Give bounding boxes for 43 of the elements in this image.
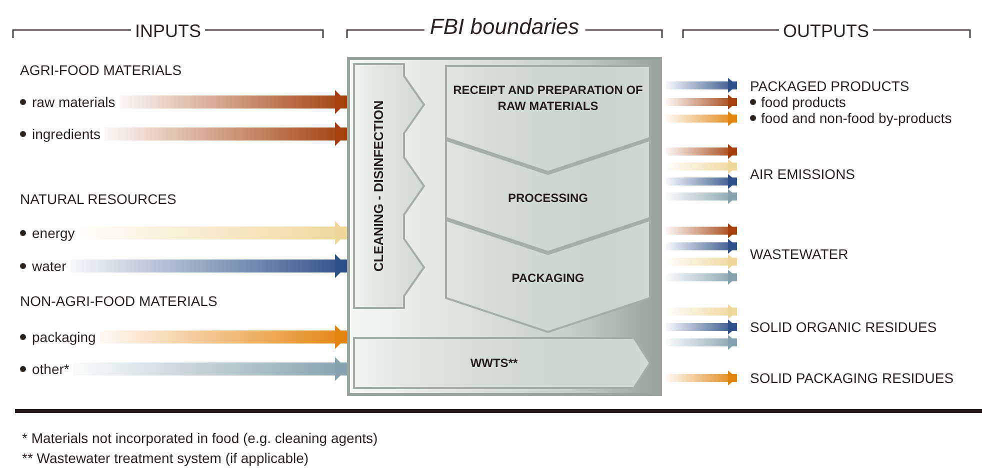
flow-arrow	[666, 174, 737, 189]
flow-arrow	[666, 334, 737, 350]
flow-arrow	[100, 325, 347, 349]
flow-arrow	[666, 94, 737, 110]
stage-label: PACKAGING	[510, 270, 586, 286]
input-item: packaging	[32, 329, 96, 345]
flow-arrow	[666, 223, 737, 238]
flow-arrow	[70, 254, 347, 278]
flow-arrow	[666, 189, 737, 204]
output-heading: SOLID ORGANIC RESIDUES	[750, 319, 937, 335]
output-item: food and non-food by-products	[761, 110, 952, 126]
flow-arrow	[666, 159, 737, 174]
input-item: raw materials	[32, 94, 116, 110]
footnote: * Materials not incorporated in food (e.g. cleaning agents)	[22, 430, 378, 446]
stage-label: CLEANING - DISINFECTION	[370, 100, 387, 272]
flow-arrow	[666, 254, 737, 270]
group-heading: NON-AGRI-FOOD MATERIALS	[20, 293, 218, 309]
output-heading: PACKAGED PRODUCTS	[750, 78, 910, 94]
stage-label: RECEIPT AND PREPARATION OF RAW MATERIALS	[452, 82, 644, 114]
output-heading: WASTEWATER	[750, 246, 848, 262]
input-item: other*	[32, 361, 70, 377]
flow-arrow	[73, 357, 347, 381]
output-item: food products	[761, 94, 846, 110]
group-heading: AGRI-FOOD MATERIALS	[20, 62, 182, 78]
output-heading: SOLID PACKAGING RESIDUES	[750, 370, 954, 386]
output-heading: AIR EMISSIONS	[750, 166, 856, 182]
group-heading: NATURAL RESOURCES	[20, 191, 176, 207]
flow-arrow	[666, 238, 737, 254]
flow-arrow	[104, 122, 347, 146]
flow-arrow	[666, 144, 737, 159]
flow-arrow	[119, 90, 347, 114]
stage-label: WWTS**	[469, 355, 519, 371]
input-item: energy	[32, 225, 75, 241]
input-item: water	[32, 258, 66, 274]
flow-arrow	[666, 304, 737, 320]
flow-arrow	[666, 370, 737, 386]
footnote: ** Wastewater treatment system (if applicable)	[22, 450, 309, 466]
flow-arrow	[666, 78, 737, 93]
stage-label: PROCESSING	[506, 190, 589, 206]
flow-arrow	[666, 320, 737, 334]
input-item: ingredients	[32, 126, 100, 142]
flow-arrow	[666, 111, 737, 126]
flow-arrow	[666, 270, 737, 285]
